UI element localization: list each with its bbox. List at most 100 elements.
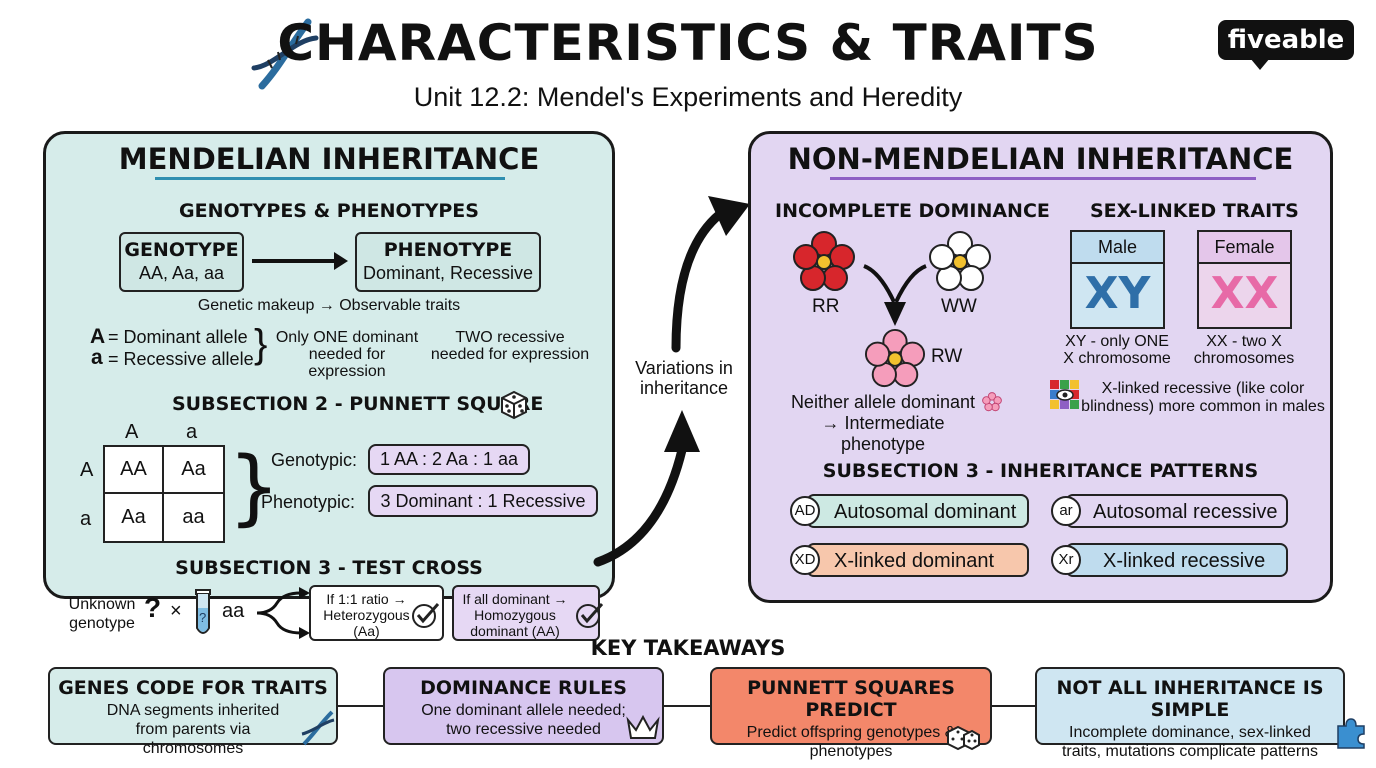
takeaways-heading: KEY TAKEAWAYS	[590, 636, 786, 660]
phenotypic-ratio: 3 Dominant : 1 Recessive	[368, 485, 598, 517]
recessive-symbol: a	[91, 346, 103, 369]
test-tube-icon: ?	[190, 588, 216, 640]
takeaway-punnett: PUNNETT SQUARES PREDICT Predict offsprin…	[710, 667, 992, 760]
punnett-cell: aa	[182, 506, 205, 528]
male-caption: XY - only ONE X chromosome	[1063, 333, 1171, 367]
punnett-cell: AA	[105, 447, 164, 494]
male-card: Male XY	[1070, 230, 1165, 329]
punnett-cell: Aa	[164, 447, 223, 494]
female-chromosome-glyph: XX	[1210, 268, 1279, 319]
geno-arrow	[250, 250, 350, 277]
small-flower-icon	[982, 392, 1002, 417]
takeaway-title: NOT ALL INHERITANCE IS SIMPLE	[1056, 677, 1324, 721]
geno-pheno-caption: Genetic makeup → Observable traits	[197, 297, 461, 314]
pattern-x-linked-dominant: X-linked dominant	[806, 543, 1029, 577]
phenotype-values: Dominant, Recessive	[362, 263, 534, 283]
mendelian-underline	[155, 177, 505, 180]
patterns-heading: SUBSECTION 3 - INHERITANCE PATTERNS	[822, 460, 1259, 482]
aa-parent: aa	[222, 600, 245, 622]
takeaway-text: One dominant allele needed; two recessiv…	[421, 702, 626, 738]
recessive-note: TWO recessive needed for expression	[430, 329, 590, 363]
ratio-brace: }	[228, 440, 281, 535]
variations-arrow	[590, 190, 760, 585]
mendelian-heading: MENDELIAN INHERITANCE	[118, 142, 540, 176]
test-tube-label: ?	[199, 610, 207, 625]
takeaway-text: Predict offspring genotypes & phenotypes	[746, 724, 956, 760]
genotype-box: GENOTYPE AA, Aa, aa	[119, 232, 244, 292]
pattern-autosomal-recessive: Autosomal recessive	[1065, 494, 1288, 528]
result-homozygous: If all dominant → Homozygous dominant (A…	[452, 585, 600, 641]
allele-brace: }	[254, 322, 268, 366]
non-mendelian-heading: NON-MENDELIAN INHERITANCE	[787, 142, 1294, 176]
result-heterozygous-text: If 1:1 ratio → Heterozygous (Aa)	[323, 591, 410, 639]
dna-icon	[250, 16, 320, 92]
result-homozygous-text: If all dominant → Homozygous dominant (A…	[462, 591, 568, 639]
page-subtitle: Unit 12.2: Mendel's Experiments and Here…	[413, 82, 963, 112]
dominant-symbol: A	[90, 325, 106, 348]
pattern-badge: XD	[790, 545, 820, 575]
pattern-label: X-linked recessive	[1103, 550, 1266, 572]
takeaway-genes: GENES CODE FOR TRAITS DNA segments inher…	[48, 667, 338, 757]
recessive-text: = Recessive allele	[108, 349, 254, 369]
takeaway-not-simple: NOT ALL INHERITANCE IS SIMPLE Incomplete…	[1035, 667, 1345, 760]
genotypic-label: Genotypic:	[271, 450, 358, 470]
punnett-square: AA Aa Aa aa	[103, 445, 225, 543]
pattern-badge: ar	[1051, 496, 1081, 526]
check-icon	[575, 601, 605, 634]
punnett-row-header-1: A	[80, 459, 94, 481]
result-heterozygous: If 1:1 ratio → Heterozygous (Aa)	[309, 585, 444, 641]
female-card: Female XX	[1197, 230, 1292, 329]
takeaway-text: Incomplete dominance, sex-linked traits,…	[1061, 724, 1319, 760]
logo-tail	[1250, 58, 1270, 70]
punnett-heading: SUBSECTION 2 - PUNNETT SQUARE	[172, 393, 544, 415]
pattern-label: Autosomal dominant	[834, 501, 1017, 523]
crown-icon	[626, 714, 660, 747]
punnett-row-header-2: a	[80, 508, 92, 530]
pattern-autosomal-dominant: Autosomal dominant	[806, 494, 1029, 528]
x-linked-note: X-linked recessive (like color blindness…	[1081, 380, 1325, 415]
unknown-genotype: Unknown genotype	[68, 596, 136, 632]
test-cross-heading: SUBSECTION 3 - TEST CROSS	[175, 557, 483, 579]
genotypic-ratio: 1 AA : 2 Aa : 1 aa	[368, 444, 530, 475]
dominant-text: = Dominant allele	[108, 327, 248, 347]
phenotypic-label: Phenotypic:	[261, 492, 356, 512]
punnett-col-header-1: A	[125, 421, 139, 443]
male-label: Male	[1072, 232, 1163, 264]
dice-icon	[498, 388, 530, 425]
pattern-badge: Xr	[1051, 545, 1081, 575]
check-icon	[411, 601, 441, 634]
sex-linked-heading: SEX-LINKED TRAITS	[1090, 200, 1299, 222]
punnett-cell: Aa	[105, 494, 164, 541]
white-flower-icon	[928, 230, 992, 299]
dna-small-icon	[300, 710, 336, 751]
red-flower-icon	[792, 230, 856, 299]
times-sign: ×	[170, 600, 182, 622]
incomplete-dominance-heading: INCOMPLETE DOMINANCE	[775, 200, 1050, 222]
pattern-badge: AD	[790, 496, 820, 526]
color-blindness-icon	[1049, 379, 1081, 416]
takeaways-connector	[334, 705, 1038, 707]
genotype-values: AA, Aa, aa	[138, 263, 225, 283]
takeaway-text: DNA segments inherited from parents via …	[106, 702, 280, 757]
question-mark: ?	[144, 592, 162, 623]
puzzle-icon	[1334, 716, 1366, 755]
pink-flower-icon	[864, 328, 926, 395]
page-title: CHARACTERISTICS & TRAITS	[277, 14, 1099, 72]
geno-pheno-heading: GENOTYPES & PHENOTYPES	[179, 200, 479, 222]
pattern-label: X-linked dominant	[834, 550, 995, 572]
phenotype-box: PHENOTYPE Dominant, Recessive	[355, 232, 541, 292]
takeaway-title: GENES CODE FOR TRAITS	[58, 677, 328, 699]
pattern-x-linked-recessive: X-linked recessive	[1065, 543, 1288, 577]
genotype-title: GENOTYPE	[124, 239, 239, 261]
female-label: Female	[1199, 232, 1290, 264]
cross-arrow	[860, 262, 930, 335]
female-caption: XX - two X chromosomes	[1193, 333, 1295, 367]
punnett-col-header-2: a	[186, 421, 198, 443]
phenotype-title: PHENOTYPE	[383, 239, 513, 261]
takeaway-title: DOMINANCE RULES	[420, 677, 627, 699]
male-chromosome-glyph: XY	[1084, 268, 1151, 319]
ww-label: WW	[941, 296, 977, 317]
test-cross-arrows	[253, 585, 313, 646]
dice-small-icon	[946, 723, 980, 758]
non-mendelian-underline	[830, 177, 1256, 180]
